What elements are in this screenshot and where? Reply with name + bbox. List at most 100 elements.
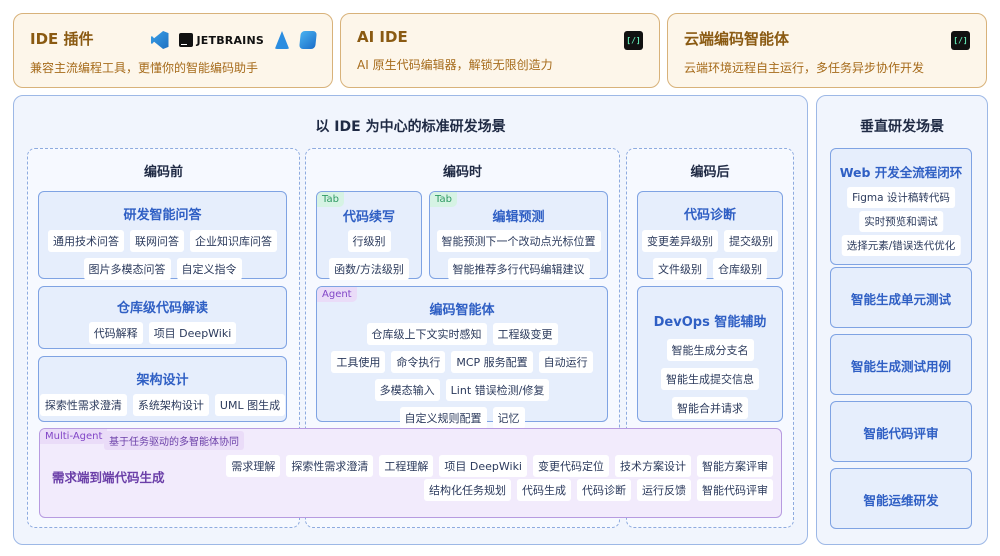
box-title: 编辑预测 [492,210,545,225]
chip: 变更代码定位 [533,455,609,477]
chip: 工具使用 [331,351,386,373]
box-title: 研发智能问答 [123,208,202,223]
chip: 代码生成 [517,479,571,501]
box-rd-qa: 研发智能问答 通用技术问答 联网问答 企业知识库问答 图片多模态问答 自定义指令 [38,191,287,280]
multi-agent-subtitle: 基于任务驱动的多智能体协同 [104,431,244,450]
chip: UML 图生成 [214,394,286,416]
chip: 自动运行 [538,351,593,373]
card-subtitle: 兼容主流编程工具，更懂你的智能编码助手 [30,61,259,75]
chip: 智能合并请求 [672,397,748,419]
box-repo-interpretation: 仓库级代码解读 代码解释 项目 DeepWiki [38,286,287,349]
multi-agent-title: 需求端到端代码生成 [52,470,165,485]
box-code-completion: Tab 代码续写 行级别 函数/方法级别 [316,191,422,280]
chip: 通用技术问答 [48,230,124,252]
chip: 命令执行 [391,351,446,373]
ide-plugin-card: IDE 插件 兼容主流编程工具，更懂你的智能编码助手 JETBRAINS [13,13,333,88]
box-title: 智能生成单元测试 [850,292,951,307]
box-ops-dev: 智能运维研发 [830,468,972,529]
chip: 工程级变更 [492,323,558,345]
chip: 智能代码评审 [697,479,773,501]
chip: 智能方案评审 [697,455,773,477]
chip: 项目 DeepWiki [439,455,527,477]
jetbrains-icon [178,33,193,47]
chip: 需求理解 [226,455,281,477]
card-title: 云端编码智能体 [684,30,790,48]
box-title: 编码智能体 [429,303,495,318]
cloud-agent-logo-wrap: [/] [951,31,970,50]
chip: 多模态输入 [374,379,440,401]
box-title: 智能代码评审 [863,426,939,441]
chip: 仓库级别 [713,258,767,280]
box-title: 仓库级代码解读 [116,301,208,316]
card-title: AI IDE [357,28,408,46]
chip: 智能预测下一个改动点光标位置 [436,230,601,252]
swift-icon [299,31,317,49]
chip: 代码解释 [88,322,143,344]
chip: 运行反馈 [637,479,691,501]
chip: Figma 设计稿转代码 [847,187,955,208]
box-code-review: 智能代码评审 [830,401,972,462]
chip: 实时预览和调试 [859,211,943,232]
column-title: 编码前 [143,165,183,180]
chip: 函数/方法级别 [329,258,409,280]
box-devops-assist: DevOps 智能辅助 智能生成分支名 智能生成提交信息 智能合并请求 [637,286,783,422]
chip: 探索性需求澄清 [39,394,127,416]
chip: 联网问答 [130,230,184,252]
agent-tag: Agent [317,287,357,302]
ai-ide-card: AI IDE AI 原生代码编辑器，解锁无限创造力 [/] [340,13,660,88]
chip: 智能推荐多行代码编辑建议 [447,258,590,280]
panel-title: 垂直研发场景 [860,119,944,135]
ide-logos: JETBRAINS [150,31,317,49]
chip: 选择元素/错误迭代优化 [841,235,961,256]
box-edit-prediction: Tab 编辑预测 智能预测下一个改动点光标位置 智能推荐多行代码编辑建议 [429,191,608,280]
chip: 项目 DeepWiki [148,322,237,344]
chip: 企业知识库问答 [190,230,277,252]
column-title: 编码时 [442,165,482,180]
ai-ide-logo-icon: [/] [624,31,643,50]
box-title: DevOps 智能辅助 [653,315,767,330]
cloud-agent-card: 云端编码智能体 云端环境远程自主运行，多任务异步协作开发 [/] [667,13,987,88]
jetbrains-label: JETBRAINS [196,33,264,47]
chip: 变更差异级别 [642,230,718,252]
chip: MCP 服务配置 [451,351,533,373]
box-title: 智能生成测试用例 [850,359,951,374]
chip: 自定义指令 [176,258,242,280]
chip: 技术方案设计 [615,455,691,477]
card-subtitle: 云端环境远程自主运行，多任务异步协作开发 [684,61,925,75]
chip: Lint 错误检测/修复 [445,379,550,401]
card-subtitle: AI 原生代码编辑器，解锁无限创造力 [357,58,553,72]
box-architecture-design: 架构设计 探索性需求澄清 系统架构设计 UML 图生成 [38,356,287,422]
chip: 自定义规则配置 [399,407,487,429]
box-unit-test-gen: 智能生成单元测试 [830,267,972,328]
box-title: Web 开发全流程闭环 [839,165,963,180]
chip: 记忆 [492,407,525,429]
box-title: 代码诊断 [683,208,736,223]
cloud-agent-logo-icon: [/] [951,31,970,50]
tab-tag: Tab [430,192,457,207]
multi-agent-tag: Multi-Agent [40,429,108,444]
standard-scenario-panel: 以 IDE 为中心的标准研发场景 编码前 研发智能问答 通用技术问答 联网问答 … [13,95,808,545]
multi-agent-box: Multi-Agent 基于任务驱动的多智能体协同 需求端到端代码生成 需求理解… [39,428,782,518]
column-title: 编码后 [690,165,730,180]
chip: 行级别 [347,230,391,252]
box-title: 智能运维研发 [863,493,939,508]
chip: 文件级别 [653,258,707,280]
chip: 代码诊断 [577,479,631,501]
box-test-case-gen: 智能生成测试用例 [830,334,972,395]
chip: 结构化任务规划 [424,479,511,501]
ai-ide-logo-wrap: [/] [624,31,643,50]
tab-tag: Tab [317,192,344,207]
panel-title: 以 IDE 为中心的标准研发场景 [315,119,506,135]
box-title: 代码续写 [342,210,395,225]
chip: 系统架构设计 [132,394,209,416]
chip: 探索性需求澄清 [286,455,374,477]
xcode-icon [274,31,290,49]
chip: 提交级别 [724,230,778,252]
box-title: 架构设计 [136,373,189,388]
chip: 智能生成提交信息 [661,368,759,390]
box-code-diagnosis: 代码诊断 变更差异级别 提交级别 文件级别 仓库级别 [637,191,783,280]
chip: 工程理解 [379,455,434,477]
chip: 图片多模态问答 [83,258,171,280]
vertical-scenario-panel: 垂直研发场景 Web 开发全流程闭环 Figma 设计稿转代码 实时预览和调试 … [816,95,988,545]
box-coding-agent: Agent 编码智能体 仓库级上下文实时感知 工程级变更 工具使用 命令执行 M… [316,286,608,429]
